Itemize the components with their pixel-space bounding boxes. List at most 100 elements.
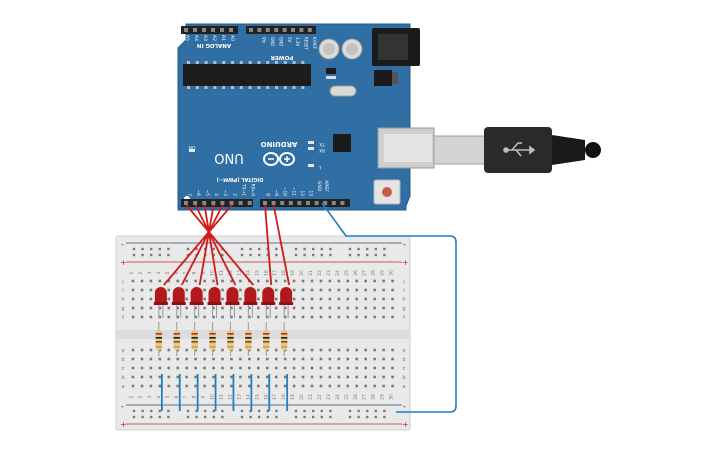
hole	[346, 288, 350, 292]
header-pin	[274, 28, 279, 32]
column-number-bottom: 10	[210, 394, 216, 400]
column-number-bottom: 23	[326, 394, 332, 400]
hole	[364, 375, 367, 379]
hole	[185, 315, 188, 319]
header-pin	[211, 28, 215, 32]
chip-pins	[187, 61, 305, 89]
hole	[158, 384, 162, 388]
digital-pin	[297, 201, 302, 205]
hole	[149, 288, 153, 292]
leds	[153, 287, 294, 318]
row-letter: c	[403, 366, 406, 372]
signal-wire	[264, 204, 273, 286]
hole	[185, 297, 188, 301]
hole	[158, 306, 162, 310]
hole	[283, 375, 287, 379]
hole	[185, 348, 188, 352]
analog-pin-label: A2	[211, 35, 217, 41]
rail-hole	[374, 409, 377, 413]
rail-minus-label-br: -	[403, 402, 406, 411]
chip-pin	[257, 86, 261, 89]
column-number-top: 14	[245, 270, 251, 276]
hole	[301, 357, 305, 361]
chip-pin	[231, 61, 234, 64]
hole	[140, 306, 144, 310]
hole	[149, 384, 153, 388]
hole	[158, 375, 162, 379]
hole	[176, 375, 180, 379]
led-rim	[153, 302, 168, 305]
usb-port-inner	[384, 134, 432, 162]
chip-pin	[292, 86, 296, 89]
hole	[131, 315, 135, 319]
resistor-band	[227, 333, 234, 335]
hole	[364, 306, 367, 310]
led	[172, 287, 185, 304]
signal-wire	[185, 204, 255, 286]
rail-plus-label-tr: +	[402, 258, 409, 267]
rail-hole	[374, 415, 377, 419]
breadboard-labels: 1122334455667788991010111112121313141415…	[121, 270, 405, 400]
chip-pin	[266, 61, 270, 64]
chip-pin	[187, 61, 190, 64]
microcontroller-chip	[183, 64, 311, 86]
digital-header-label: DIGITAL (PWM~)	[217, 176, 264, 182]
hole	[212, 306, 215, 310]
rail-hole	[275, 247, 278, 251]
hole	[382, 288, 385, 292]
power-header	[246, 26, 316, 34]
hole	[319, 384, 323, 388]
breadboard: - + - + - + - + 112233445566778899101011…	[115, 235, 411, 431]
hole	[257, 366, 260, 370]
hole	[373, 315, 376, 319]
hole	[373, 279, 376, 283]
hole	[176, 348, 180, 352]
hole	[328, 348, 332, 352]
hole	[239, 384, 242, 388]
hole	[319, 348, 323, 352]
reset-button-cap[interactable]	[382, 187, 392, 197]
hole	[319, 366, 323, 370]
hole	[301, 288, 305, 292]
hole	[301, 306, 305, 310]
column-number-bottom: 14	[245, 394, 251, 400]
hole	[364, 384, 367, 388]
hole	[149, 375, 153, 379]
hole	[319, 315, 323, 319]
hole	[373, 348, 376, 352]
hole	[257, 384, 260, 388]
row-letter: e	[402, 348, 405, 354]
hole	[239, 375, 242, 379]
resistor-band	[191, 346, 198, 348]
chip-pin	[222, 61, 226, 64]
rail-hole	[357, 415, 360, 419]
rail-hole	[383, 415, 386, 419]
hole	[364, 288, 367, 292]
rail-hole	[141, 409, 144, 413]
hole	[131, 366, 135, 370]
digital-pin	[314, 201, 319, 205]
digital-pin-label: 2	[231, 193, 237, 196]
hole	[373, 357, 376, 361]
digital-pin	[202, 201, 207, 205]
rail-hole	[240, 253, 244, 257]
analog-header-label: ANALOG IN	[197, 42, 232, 48]
hole	[310, 348, 314, 352]
rail-hole	[212, 247, 215, 251]
digital-pin	[211, 201, 216, 205]
rail-hole	[141, 415, 144, 419]
header-pin	[193, 28, 197, 32]
hole	[328, 279, 332, 283]
rail-hole	[303, 409, 306, 413]
rail-hole	[186, 409, 190, 413]
chip-pin	[213, 86, 217, 89]
l-led	[308, 164, 314, 167]
column-number-top: 22	[317, 270, 323, 276]
hole	[283, 279, 287, 283]
resistor-body	[280, 330, 288, 350]
row-letter: h	[402, 297, 405, 303]
chip-pin	[231, 86, 234, 89]
rail-hole	[357, 247, 360, 251]
rail-hole	[249, 253, 252, 257]
